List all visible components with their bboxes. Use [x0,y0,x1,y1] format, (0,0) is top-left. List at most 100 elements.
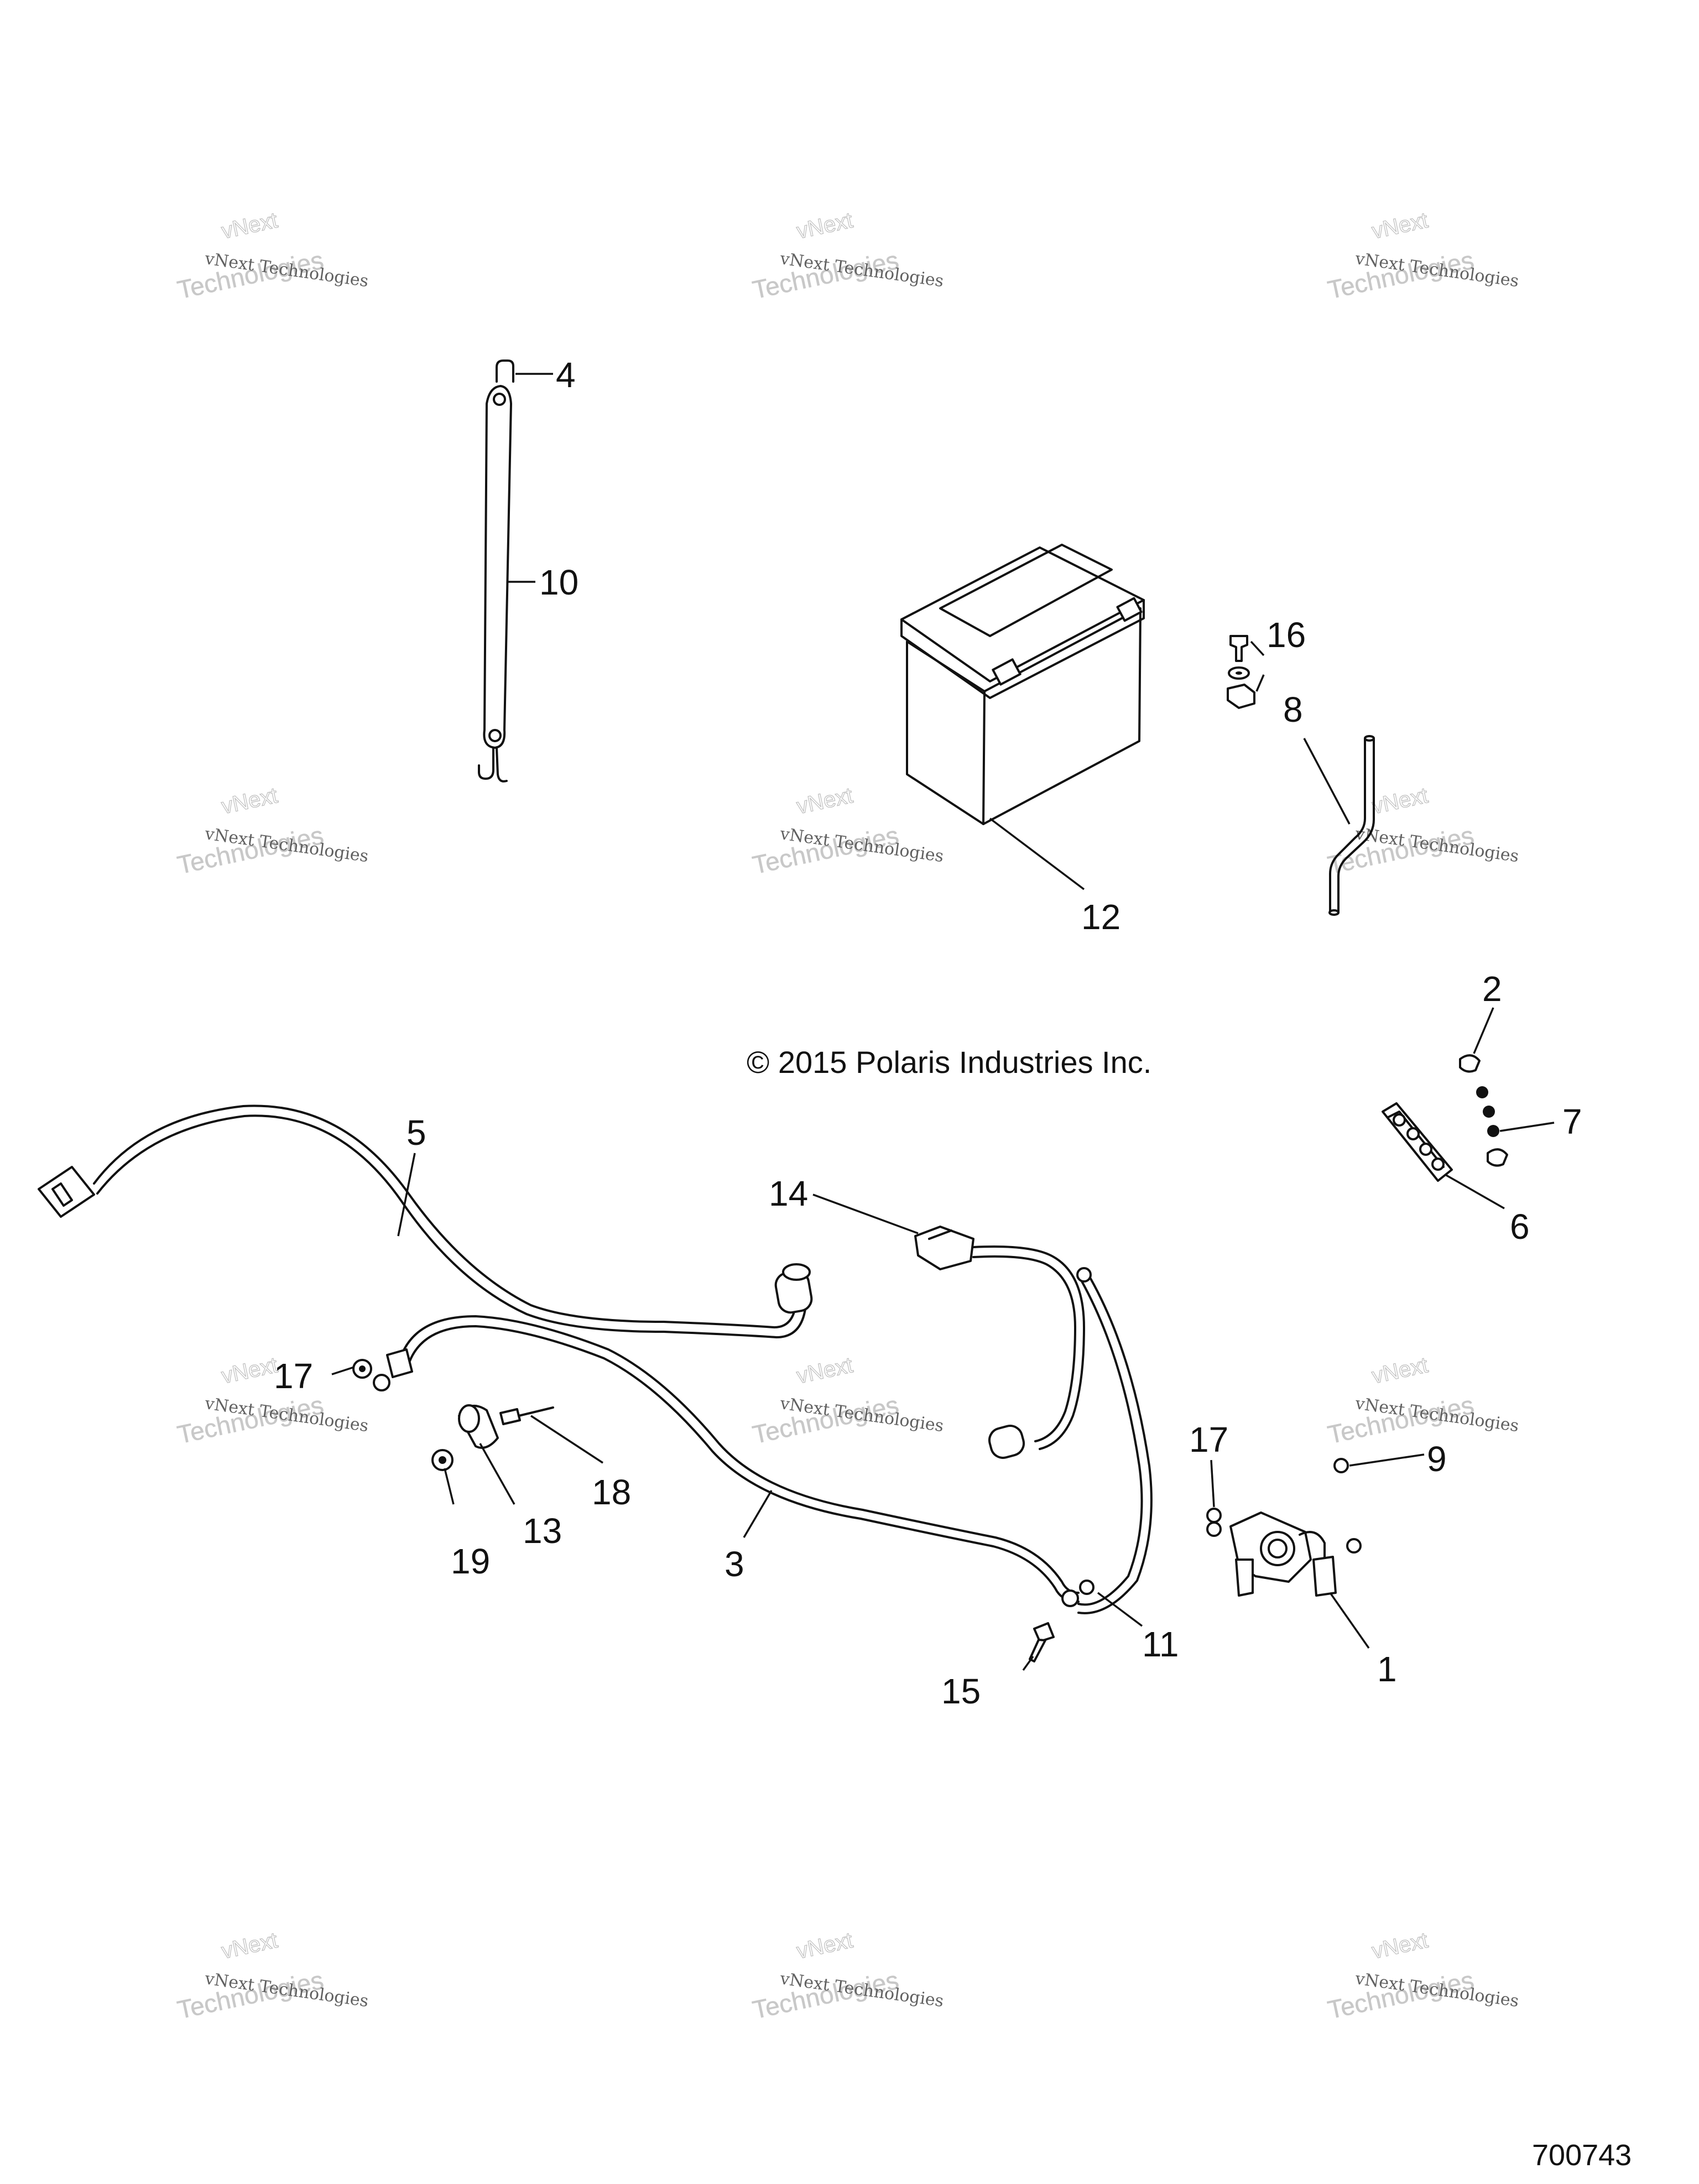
cap-nut [1487,1148,1508,1167]
leader-17-right [1210,1460,1215,1508]
watermark-mid-left: vNext Technologies vNext Technologies [175,783,370,880]
leader-2 [1473,1007,1494,1054]
watermark-top-center: vNext Technologies vNext Technologies [750,208,945,305]
push-rivet-head [1033,1622,1055,1643]
vent-tube-end-top [1364,735,1375,742]
watermark-mid-center: vNext Technologies vNext Technologies [750,783,945,880]
callout-8: 8 [1283,690,1303,729]
terminal-block-stud-3 [1419,1143,1432,1156]
watermark-lower-center: vNext Technologies vNext Technologies [750,1353,945,1450]
push-rivet [1029,1622,1055,1662]
watermark-top-left: vNext Technologies vNext Technologies [175,208,370,305]
battery [900,544,1145,825]
harness-3-ring-terminal [373,1374,390,1391]
strap-top-eye [493,393,506,406]
leader-18 [530,1415,603,1464]
left-hardware [352,1359,554,1471]
vent-tube [1328,735,1375,916]
leader-16b [1255,674,1265,692]
watermark-text-vnext: vNext [795,783,855,819]
watermark-text-vnext: vNext [220,1928,280,1963]
harness-5-boot-top [782,1263,811,1281]
watermark-bottom-left: vNext Technologies vNext Technologies [175,1928,370,2025]
terminal-nut [1227,684,1255,709]
wire-harness-5 [38,1104,813,1338]
callout-1: 1 [1377,1649,1397,1689]
vent-tube-line-b [1337,737,1375,914]
harness-3-line-a [397,1315,1080,1594]
screw-9-head [1333,1458,1349,1473]
vent-tube-end-bottom [1328,909,1340,916]
strap-body [483,385,512,749]
screw-head [1459,1054,1481,1073]
battery-lid-rim [900,599,1145,699]
callout-15: 15 [941,1671,981,1711]
leader-6 [1446,1174,1505,1210]
relay-assembly [1206,1458,1362,1597]
positive-cable [914,1226,1085,1459]
copyright-notice: © 2015 Polaris Industries Inc. [747,1045,1151,1080]
cable-11-lower-nut [1079,1580,1095,1595]
callout-labels: 4 10 16 8 12 2 7 6 5 14 17 17 9 18 13 19… [274,355,1582,1711]
nut-17-right-a [1206,1508,1222,1523]
leader-14 [812,1193,919,1234]
callout-2: 2 [1482,969,1502,1009]
terminal-block [1382,1054,1508,1182]
leader-1 [1329,1592,1370,1649]
watermark-lower-left: vNext Technologies vNext Technologies [175,1353,370,1450]
strap-bottom-eye [488,729,502,742]
relay-lead [1299,1531,1326,1561]
bolt-18-shank [518,1406,554,1417]
callout-16: 16 [1267,615,1306,655]
cable-14-terminal-boot [988,1425,1025,1459]
leader-13 [479,1443,515,1505]
watermark-text-vnext: vNext [220,208,280,243]
harness-5-connector-tab [51,1182,73,1207]
cable-14-line-a [972,1245,1085,1450]
callout-9: 9 [1427,1439,1447,1479]
screw-9b-head [1346,1538,1362,1554]
leader-11 [1097,1592,1143,1627]
watermark-text-vnext: vNext [795,1928,855,1963]
callout-3: 3 [725,1544,744,1584]
leader-lines [331,373,1555,1671]
leader-17-left [331,1366,355,1375]
cable-14-line-b [972,1255,1076,1442]
watermark-text-vnext: vNext [220,1353,280,1388]
watermark-mid-right: vNext Technologies vNext Technologies [1325,783,1520,880]
harness-3-eyelet [386,1348,413,1378]
battery-lid-groove [939,544,1113,637]
battery-strap [478,359,514,783]
push-rivet-shank [1029,1639,1046,1662]
nut-19-hole [439,1456,446,1464]
watermark-text-vnext: vNext [1370,208,1430,243]
leader-3 [743,1490,773,1538]
leader-16a [1250,640,1265,656]
terminal-bolt [1229,635,1248,662]
terminal-hardware [1227,635,1255,709]
nut-17-right-b [1206,1521,1222,1537]
terminal-washer-hole [1236,671,1242,675]
relay-connector [1312,1556,1337,1597]
callout-19: 19 [451,1541,490,1581]
leader-5 [397,1153,416,1237]
callout-5: 5 [406,1113,426,1153]
callout-17-right: 17 [1189,1420,1228,1460]
leader-9 [1349,1453,1425,1467]
watermark-text-vnext: vNext [1370,783,1430,819]
watermark-text-vnext: vNext [1370,1353,1430,1388]
nut-1 [1476,1086,1488,1098]
relay-socket-inner [1268,1539,1288,1558]
bolt-18-head [499,1408,521,1425]
leader-7 [1499,1122,1555,1132]
callout-12: 12 [1081,897,1120,937]
nut-3 [1487,1125,1499,1137]
cable-14-boot [914,1226,974,1270]
callout-17-left: 17 [274,1356,313,1396]
leader-12 [989,817,1085,890]
wire-harness-3 [373,1315,1080,1603]
terminal-block-stud-2 [1406,1127,1420,1140]
callout-6: 6 [1510,1207,1530,1247]
cable-11-ring-terminal [1076,1267,1092,1283]
